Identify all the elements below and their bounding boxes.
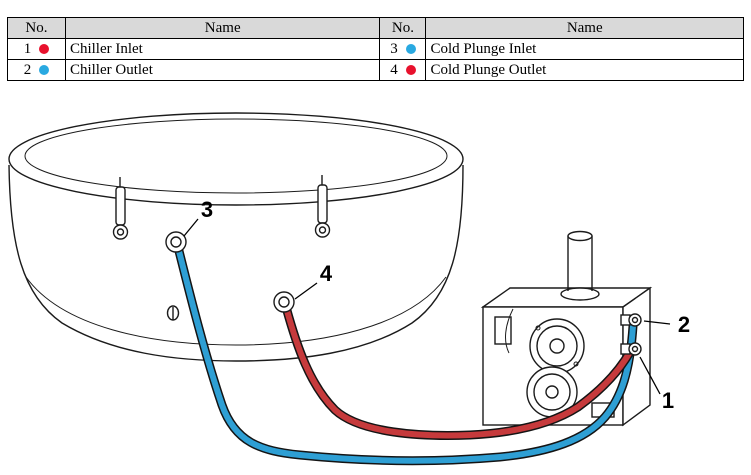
blue-dot-icon xyxy=(39,64,50,75)
header-no-left: No. xyxy=(7,17,66,39)
callout-chiller-outlet: 2 xyxy=(643,312,690,337)
hose-connection-diagram: 3 4 2 1 xyxy=(8,112,690,466)
table-row: 1 Chiller Inlet 3 Cold Plunge Inlet xyxy=(7,38,744,60)
cold-plunge-tub xyxy=(8,112,464,362)
row1-right-no-cell: 3 xyxy=(379,38,427,60)
chiller-outlet-port xyxy=(620,313,642,327)
cold-hose-core xyxy=(175,244,636,464)
table-row: 2 Chiller Outlet 4 Cold Plunge Outlet xyxy=(7,59,744,81)
header-name-left: Name xyxy=(64,17,381,39)
label-1: 1 xyxy=(662,388,674,413)
tub-drain xyxy=(166,305,180,321)
row2-left-no: 2 xyxy=(23,61,32,78)
label-4: 4 xyxy=(320,261,333,286)
hot-hose xyxy=(281,302,635,440)
row2-left-name: Chiller Outlet xyxy=(64,59,381,81)
cold-hose xyxy=(173,242,638,466)
row1-right-no: 3 xyxy=(390,40,398,57)
cold-plunge-inlet-port xyxy=(165,231,187,253)
hot-hose-core xyxy=(283,304,633,439)
row1-left-no: 1 xyxy=(23,40,32,57)
tub-clip-right xyxy=(314,175,331,238)
callout-cold-plunge-outlet: 4 xyxy=(294,261,333,300)
legend-header-row: No. Name No. Name xyxy=(7,17,744,39)
row2-right-name: Cold Plunge Outlet xyxy=(425,59,744,81)
chiller-unit xyxy=(480,230,653,427)
header-no-right: No. xyxy=(379,17,427,39)
callout-cold-plunge-inlet: 3 xyxy=(183,197,213,237)
legend-table: No. Name No. Name 1 Chiller Inlet 3 Cold… xyxy=(7,17,744,81)
row1-left-name: Chiller Inlet xyxy=(64,38,381,60)
row1-right-name: Cold Plunge Inlet xyxy=(425,38,744,60)
callout-chiller-inlet: 1 xyxy=(639,356,674,413)
row2-right-no-cell: 4 xyxy=(379,59,427,81)
red-dot-icon xyxy=(405,64,416,75)
label-3: 3 xyxy=(201,197,213,222)
label-2: 2 xyxy=(678,312,690,337)
cold-plunge-outlet-port xyxy=(273,291,295,313)
blue-dot-icon xyxy=(405,43,416,54)
red-dot-icon xyxy=(39,43,50,54)
tub-clip-left xyxy=(112,177,129,240)
row1-left-no-cell: 1 xyxy=(7,38,66,60)
row2-right-no: 4 xyxy=(390,61,398,78)
header-name-right: Name xyxy=(425,17,744,39)
chiller-inlet-port xyxy=(620,342,642,356)
row2-left-no-cell: 2 xyxy=(7,59,66,81)
